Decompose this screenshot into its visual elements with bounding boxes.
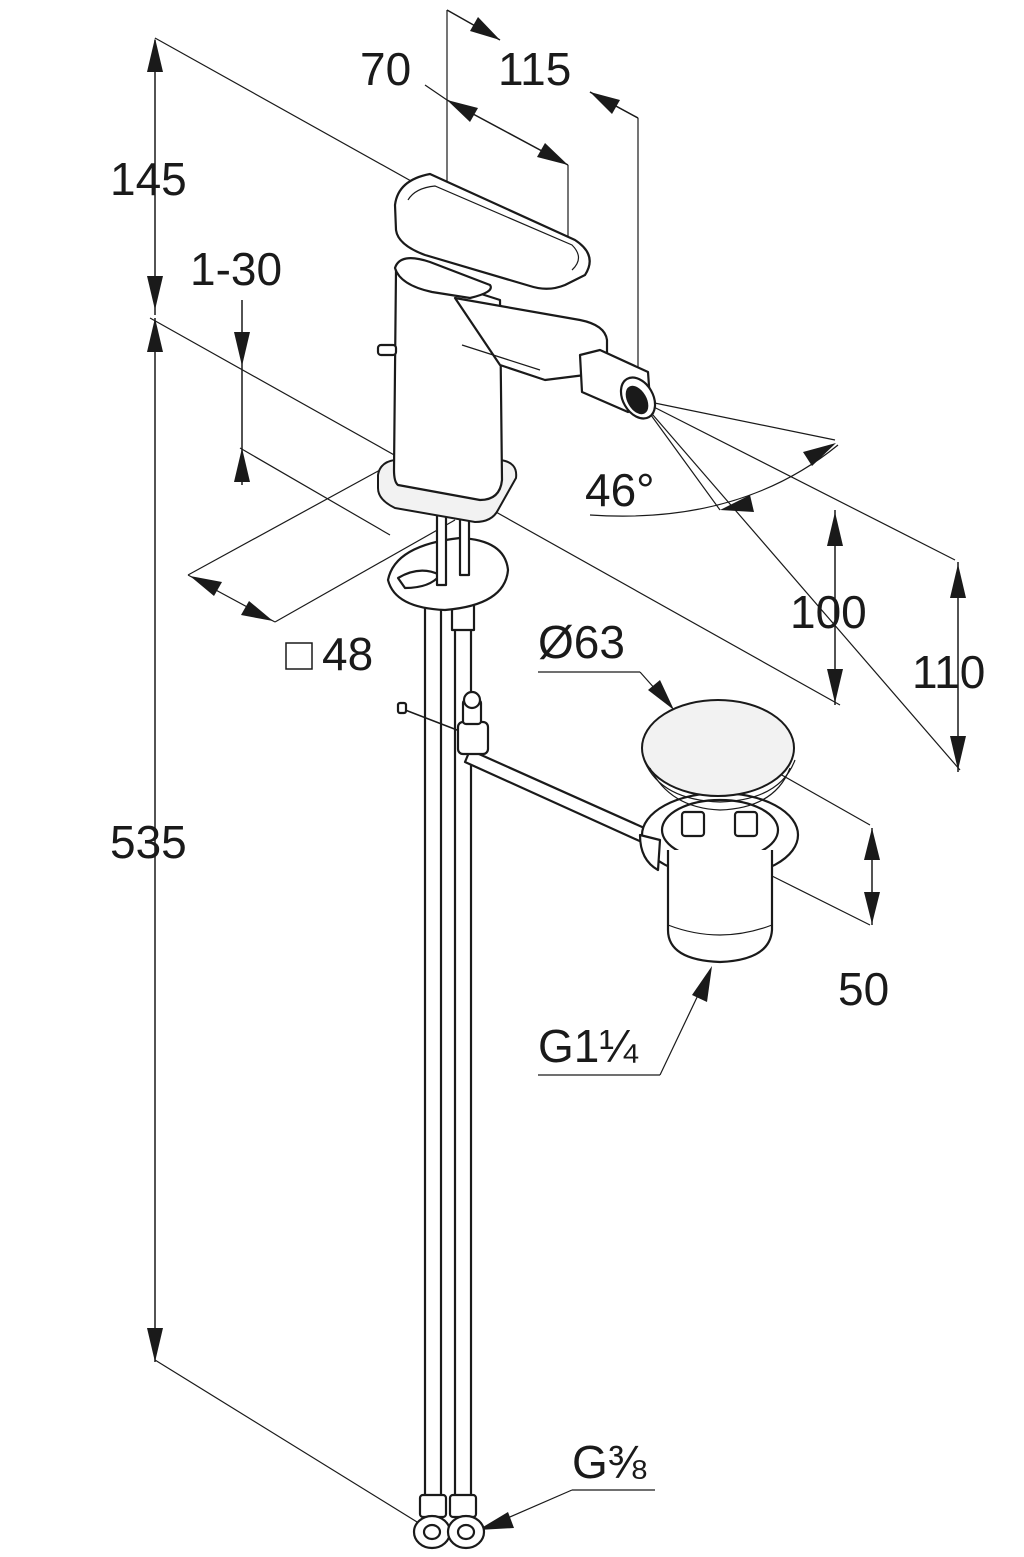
- dimension-arrows: [147, 9, 966, 1530]
- dim-waste-thread: G1¼: [538, 1020, 638, 1072]
- dim-base-square: 48: [322, 628, 373, 680]
- dim-head-height: 145: [110, 153, 187, 205]
- dim-counter-thickness: 1-30: [190, 243, 282, 295]
- dim-spout-height: 100: [790, 586, 867, 638]
- faucet-body: [376, 172, 657, 502]
- dim-base-square-group: 48: [285, 628, 373, 680]
- dim-waste-height: 50: [838, 963, 889, 1015]
- dim-overall-height: 535: [110, 816, 187, 868]
- dim-spray-angle: 46°: [585, 464, 655, 516]
- dim-supply-thread: G⅜: [572, 1436, 647, 1488]
- pop-up-waste: [396, 690, 800, 964]
- square-outline-icon: [285, 642, 313, 670]
- dim-spray-reach: 110: [912, 646, 985, 698]
- dim-waste-diameter: Ø63: [538, 616, 625, 668]
- dimension-labels: 70 115 145 1-30 48 535 46° 100 110 Ø63 5…: [110, 43, 985, 1488]
- dim-projection: 115: [498, 43, 571, 95]
- dim-top-depth: 70: [360, 43, 411, 95]
